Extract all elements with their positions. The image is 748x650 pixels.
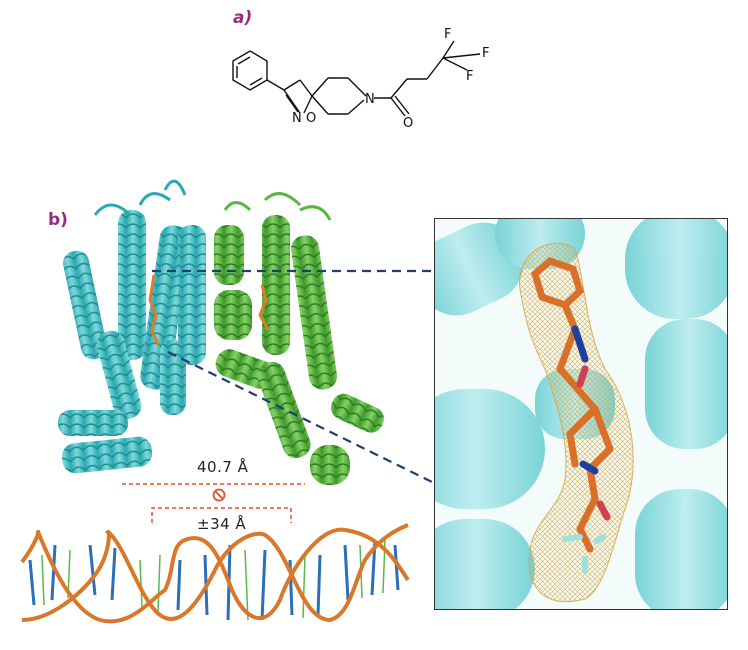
atom-n-amide: N [365,92,375,107]
atom-n-isoxazoline: N [292,111,302,126]
chain-b-green [214,215,384,485]
chain-a-cyan [58,210,206,474]
atom-o-carbonyl: O [403,116,413,131]
distance-label-protein: 40.7 Å [197,458,249,476]
prohibited-icon [212,488,226,502]
atom-o-isoxazoline: O [306,111,316,126]
distance-label-dna: ±34 Å [197,515,247,533]
atom-f3: F [466,69,473,84]
ligand-sticks [148,274,270,346]
atom-f1: F [444,27,451,42]
ligand-density-inset [434,218,728,610]
panel-b-label: b) [48,210,68,230]
distance-markers [122,483,305,523]
dna-double-helix [20,523,410,624]
panel-a-label: a) [233,8,253,28]
ligand-model [530,257,614,553]
atom-f2: F [482,46,489,61]
